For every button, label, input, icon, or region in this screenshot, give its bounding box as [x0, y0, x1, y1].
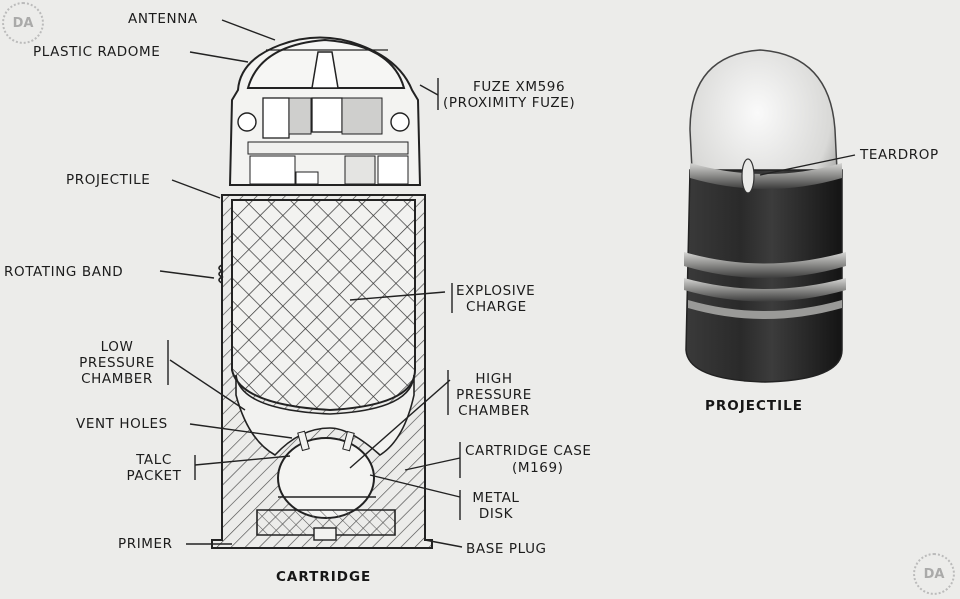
label-explosive-line2: CHARGE [466, 299, 527, 315]
watermark-logo-top-left: DA [2, 2, 44, 44]
label-low-pressure-line3: CHAMBER [81, 371, 153, 387]
label-talc-line1: TALC [136, 452, 172, 468]
label-explosive-line1: EXPLOSIVE [456, 283, 536, 299]
fuze-head [228, 36, 422, 186]
explosive-charge-fill [231, 199, 416, 412]
label-vent-holes: VENT HOLES [76, 416, 168, 432]
label-fuze-line2: (PROXIMITY FUZE) [443, 95, 576, 111]
label-primer: PRIMER [118, 536, 173, 552]
label-high-pressure-line1: HIGH [475, 371, 513, 387]
watermark-logo-bottom-right: DA [913, 553, 955, 595]
label-cartridge-case-line1: CARTRIDGE CASE [465, 443, 592, 459]
caption-projectile: PROJECTILE [705, 398, 803, 414]
label-fuze-line1: FUZE XM596 [473, 79, 566, 95]
base-plug [256, 509, 396, 536]
cartridge-case [211, 194, 433, 549]
label-base-plug: BASE PLUG [466, 541, 547, 557]
teardrop-shape [741, 158, 755, 194]
label-antenna: ANTENNA [128, 11, 198, 27]
caption-cartridge: CARTRIDGE [276, 569, 372, 585]
label-rotating-band: ROTATING BAND [4, 264, 124, 280]
label-plastic-radome: PLASTIC RADOME [33, 44, 161, 60]
leader-lines [159, 19, 463, 548]
high-pressure-chamber [277, 437, 375, 519]
label-cartridge-case-line2: (M169) [512, 460, 564, 476]
antenna-shape [311, 51, 339, 89]
label-metal-disk-line2: DISK [478, 506, 514, 522]
label-low-pressure-line2: PRESSURE [79, 355, 155, 371]
label-projectile: PROJECTILE [66, 172, 151, 188]
label-high-pressure-line2: PRESSURE [456, 387, 532, 403]
projectile-illustration [684, 49, 856, 383]
primer [313, 527, 337, 541]
label-teardrop: TEARDROP [860, 147, 939, 163]
label-low-pressure-line1: LOW [100, 339, 134, 355]
label-talc-line2: PACKET [126, 468, 182, 484]
label-metal-disk-line1: METAL [472, 490, 520, 506]
label-high-pressure-line3: CHAMBER [458, 403, 530, 419]
